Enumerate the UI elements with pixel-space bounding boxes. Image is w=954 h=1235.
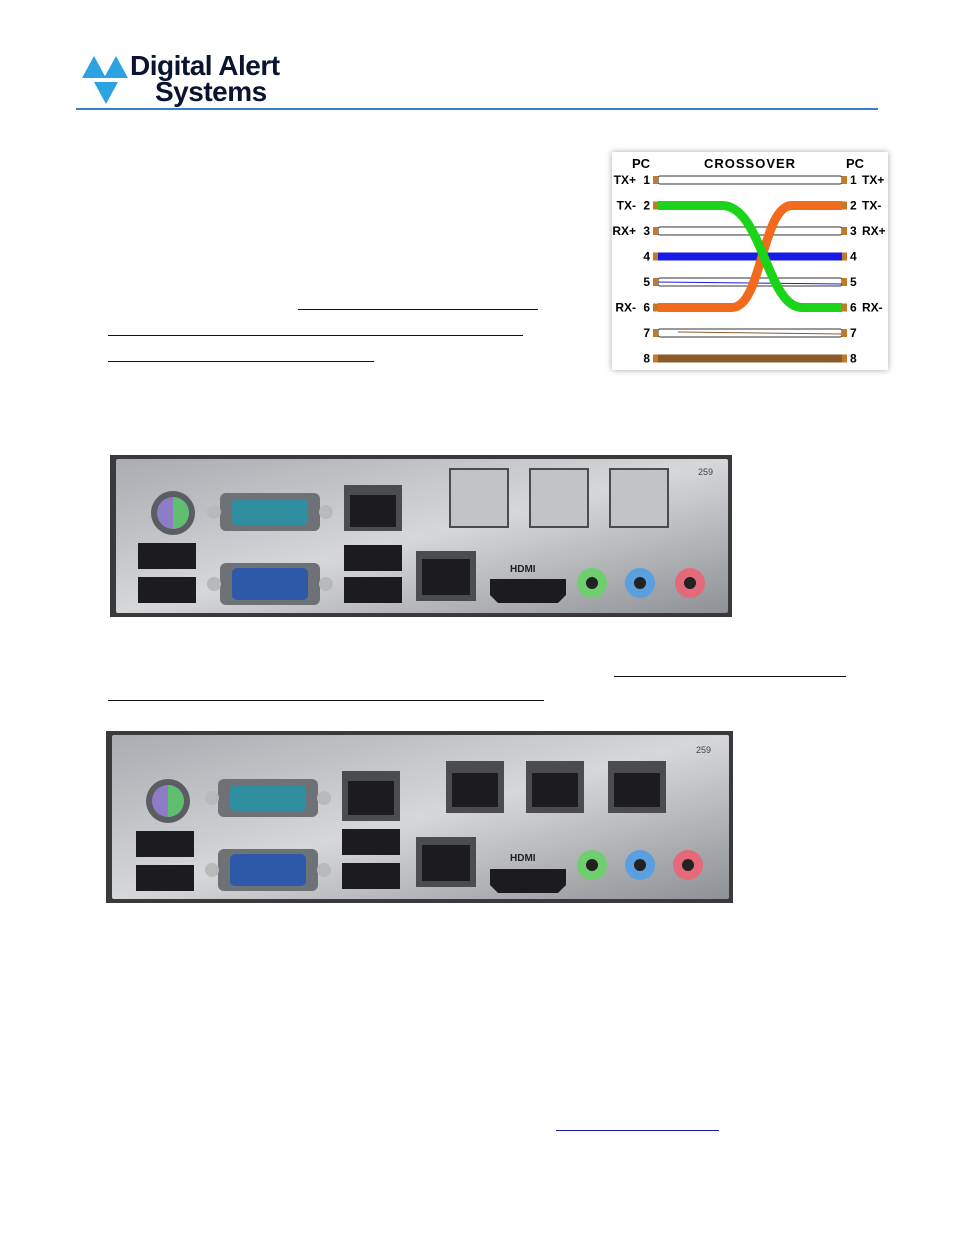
pin-connector	[653, 278, 658, 286]
blank-port-cover-icon	[529, 468, 589, 528]
hdmi-port-icon	[490, 579, 566, 603]
pin-connector	[842, 278, 847, 286]
company-logo-icon	[82, 56, 128, 104]
pin-connector	[653, 176, 658, 184]
underline-3	[108, 361, 374, 362]
hdmi-label: HDMI	[510, 564, 536, 575]
left-pin-number: 4	[643, 250, 650, 264]
left-pin-label: TX-	[617, 199, 636, 213]
right-pin-number: 5	[850, 275, 857, 289]
usb-port-icon	[344, 545, 402, 571]
pin-connector	[842, 303, 847, 312]
blank-port-cover-icon	[449, 468, 509, 528]
panel-model-number: 259	[698, 467, 713, 477]
right-pin-number: 4	[850, 250, 857, 264]
pin-connector	[653, 227, 658, 235]
brown-stripe	[677, 331, 843, 335]
crossover-title: CROSSOVER	[704, 156, 796, 171]
pin-connector	[842, 227, 847, 235]
left-pin-number: 7	[643, 326, 650, 340]
left-pin-label: RX+	[612, 224, 636, 238]
left-pin-number: 2	[643, 199, 650, 213]
right-pin-label: TX+	[862, 173, 884, 187]
right-pin-label: RX+	[862, 224, 886, 238]
underline-2	[108, 335, 523, 336]
usb-port-icon	[136, 831, 194, 857]
left-pin-number: 3	[643, 224, 650, 238]
pin-connector	[842, 329, 847, 337]
right-pin-number: 3	[850, 224, 857, 238]
footer-link-underline[interactable]	[556, 1130, 719, 1131]
right-pin-number: 8	[850, 352, 857, 366]
left-pc-title: PC	[632, 156, 651, 171]
left-pin-label: TX+	[614, 173, 636, 187]
right-pin-label: TX-	[862, 199, 881, 213]
underline-5	[108, 700, 544, 701]
pin-connector	[842, 176, 847, 184]
left-pin-labels: TX+ 1TX- 2RX+ 3 4 5RX- 6 7 8	[612, 173, 650, 366]
pin-connector	[653, 354, 658, 363]
right-pin-labels: 1 TX+ 2 TX- 3 RX+ 4 5 6 RX- 7 8	[850, 173, 886, 366]
left-pin-number: 6	[643, 301, 650, 315]
header-divider	[76, 108, 878, 110]
pin-connector	[842, 354, 847, 363]
hdmi-port-icon	[490, 869, 566, 893]
right-pc-title: PC	[846, 156, 865, 171]
left-pin-number: 1	[643, 173, 650, 187]
usb-port-icon	[342, 863, 400, 889]
right-pin-number: 1	[850, 173, 857, 187]
blank-port-cover-icon	[609, 468, 669, 528]
pin-connector	[842, 201, 847, 210]
back-panel-top: HDMI 259	[110, 455, 732, 617]
pin-connector	[842, 252, 847, 261]
right-pin-number: 6	[850, 301, 857, 315]
pin-connector	[653, 252, 658, 261]
pin-connector	[653, 303, 658, 312]
logo-line-1: Digital Alert	[130, 50, 280, 81]
white-wire	[657, 175, 843, 185]
left-pin-number: 8	[643, 352, 650, 366]
usb-port-icon	[138, 577, 196, 603]
pin-connector	[653, 201, 658, 210]
underline-1	[298, 309, 538, 310]
usb-port-icon	[344, 577, 402, 603]
right-pin-number: 7	[850, 326, 857, 340]
usb-port-icon	[136, 865, 194, 891]
underline-4	[614, 676, 846, 677]
usb-port-icon	[138, 543, 196, 569]
hdmi-label: HDMI	[510, 853, 536, 864]
green-crossover-wire	[658, 201, 842, 312]
panel-model-number: 259	[696, 745, 711, 755]
back-panel-bottom: HDMI 259	[106, 731, 733, 903]
crossover-wires	[653, 175, 847, 363]
logo-line-2: Systems	[155, 76, 267, 107]
left-pin-number: 5	[643, 275, 650, 289]
left-pin-label: RX-	[615, 301, 636, 315]
company-logo-text: Digital Alert Systems	[130, 52, 280, 106]
usb-port-icon	[342, 829, 400, 855]
pin-connector	[653, 329, 658, 337]
right-pin-label: RX-	[862, 301, 883, 315]
right-pin-number: 2	[850, 199, 857, 213]
